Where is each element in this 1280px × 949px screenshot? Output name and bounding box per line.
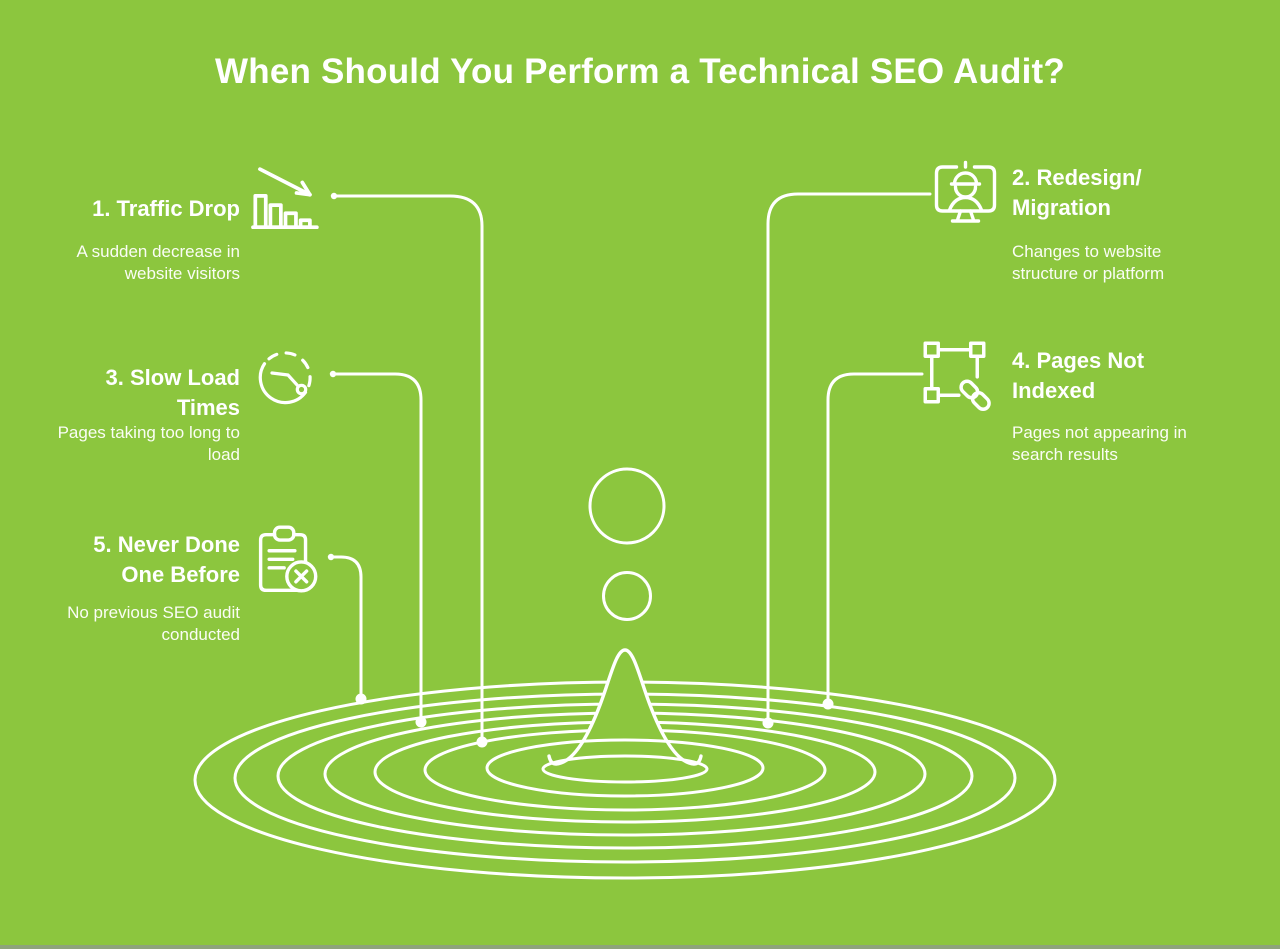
bottom-edge-strip <box>0 945 1280 949</box>
item-3-description: Pages taking too long to load <box>58 422 240 465</box>
connector-item-3 <box>331 372 423 722</box>
item-2-description: Changes to website structure or platform <box>1012 241 1164 284</box>
declining-bar-chart-icon <box>249 161 322 233</box>
item-5-desc-line: No previous SEO audit <box>67 603 240 622</box>
slow-stopwatch-icon <box>252 342 322 414</box>
connector-lines <box>329 192 932 742</box>
water-spike <box>547 648 703 772</box>
item-4-title: 4. Pages Not Indexed <box>1012 346 1144 406</box>
item-2-desc-line: Changes to website <box>1012 242 1162 261</box>
item-2-title-line: 2. Redesign/ <box>1012 165 1142 190</box>
item-5-title-line: 5. Never Done <box>93 532 240 557</box>
droplet-large <box>588 467 666 545</box>
connector-item-5 <box>329 555 363 699</box>
connector-item-4 <box>826 372 924 704</box>
item-1-title-line: 1. Traffic Drop <box>92 196 240 221</box>
item-5-description: No previous SEO audit conducted <box>67 602 240 645</box>
item-3-desc-line: load <box>207 444 240 464</box>
item-5-desc-line: conducted <box>161 624 240 644</box>
item-4-title-line: Indexed <box>1012 378 1096 403</box>
selection-frame-link-icon <box>922 340 1000 418</box>
item-2-desc-line: structure or platform <box>1012 263 1165 283</box>
item-1-title: 1. Traffic Drop <box>92 194 240 224</box>
item-1-desc-line: website visitors <box>124 263 240 283</box>
item-2-title-line: Migration <box>1012 195 1111 220</box>
item-3-title-line: Times <box>176 395 240 420</box>
item-4-desc-line: search results <box>1012 444 1118 464</box>
connector-item-2 <box>766 192 932 723</box>
item-1-desc-line: A sudden decrease in <box>76 242 240 261</box>
item-5-title-line: One Before <box>121 562 240 587</box>
connector-end-dots <box>355 693 834 748</box>
item-3-desc-line: Pages taking too long to <box>57 423 240 442</box>
item-1-description: A sudden decrease in website visitors <box>76 241 240 284</box>
item-4-title-line: 4. Pages Not <box>1012 348 1145 373</box>
clipboard-x-icon <box>251 524 328 601</box>
item-2-title: 2. Redesign/ Migration <box>1012 163 1142 223</box>
connector-item-1 <box>332 194 484 742</box>
droplet-small <box>602 571 652 621</box>
item-5-title: 5. Never Done One Before <box>93 530 240 590</box>
website-construction-monitor-icon <box>929 160 1002 232</box>
item-4-description: Pages not appearing in search results <box>1012 422 1187 465</box>
falling-droplets <box>588 467 666 621</box>
ripple-ellipses-front <box>485 738 765 798</box>
item-3-title-line: 3. Slow Load <box>105 365 240 390</box>
item-3-title: 3. Slow Load Times <box>106 363 240 423</box>
item-4-desc-line: Pages not appearing in <box>1012 423 1187 442</box>
connector-start-caps <box>327 192 338 561</box>
page-title: When Should You Perform a Technical SEO … <box>215 52 1065 91</box>
